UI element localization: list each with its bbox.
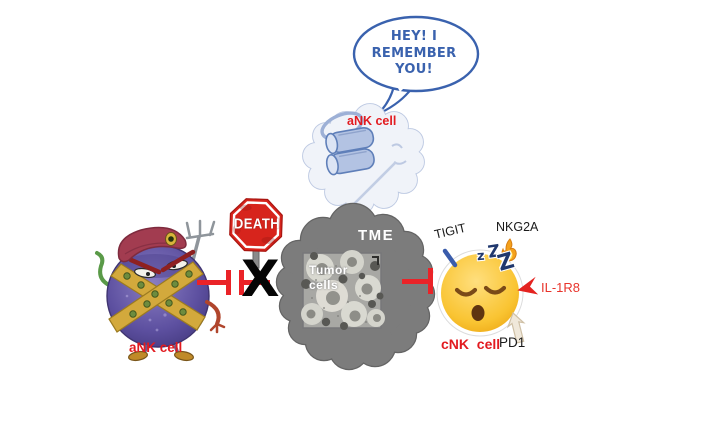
closed-eye-left bbox=[454, 287, 478, 297]
receptor-label-pd1: PD1 bbox=[499, 335, 526, 350]
green-arm bbox=[95, 251, 113, 288]
ghost-spear-icon bbox=[353, 161, 397, 205]
speech-bubble-body bbox=[352, 15, 480, 93]
receptor-label-il1r8: IL-1R8 bbox=[541, 280, 581, 295]
tigit-tick-icon bbox=[442, 248, 458, 268]
tumor-label-line-2: cells bbox=[309, 278, 339, 292]
red-arm-claw bbox=[209, 322, 226, 334]
closed-eye-right bbox=[483, 285, 507, 295]
inhibit-bar-blocked-cap bbox=[239, 270, 244, 295]
tumor-cell-bodies bbox=[301, 250, 385, 327]
tumor-speckles bbox=[311, 265, 367, 323]
binoculars-icon bbox=[325, 126, 375, 176]
red-arm bbox=[205, 300, 221, 326]
speech-line-1: HEY! I bbox=[390, 29, 438, 44]
tme-title: TME bbox=[358, 227, 395, 244]
remembering-cell-label: aNK cell bbox=[347, 114, 397, 128]
inhibit-bar-right-cap bbox=[428, 268, 433, 294]
tumor-cells-image bbox=[301, 250, 385, 330]
tumor-cells-label: Tumor cells bbox=[309, 263, 348, 293]
death-sign bbox=[229, 198, 283, 269]
inhibit-bar-right-line bbox=[402, 279, 429, 284]
speech-bubble-joint bbox=[396, 84, 408, 92]
zzz-small: z bbox=[476, 248, 486, 265]
emoji-face bbox=[441, 254, 519, 332]
stop-octagon-icon bbox=[229, 198, 283, 252]
micrograph-corner-mark bbox=[372, 256, 379, 265]
inhibit-bar-left-line bbox=[197, 280, 227, 285]
sleepy-cell-label: cNK cell bbox=[441, 336, 501, 352]
speech-line-3: YOU! bbox=[395, 62, 433, 77]
receptor-label-nkg2a: NKG2A bbox=[496, 220, 539, 234]
tumor-dark-cells bbox=[301, 252, 384, 330]
remembering-cell-illustration bbox=[302, 103, 425, 215]
nkg2a-flame-icon bbox=[501, 238, 517, 262]
death-sign-label: DEATH bbox=[233, 214, 281, 233]
legs-and-shoes bbox=[128, 344, 194, 362]
beret-icon bbox=[117, 226, 187, 263]
angry-eyes bbox=[128, 249, 196, 279]
inhibit-bar-left-cap bbox=[226, 270, 231, 295]
armed-cell-label: aNK cell bbox=[129, 340, 183, 355]
speech-bubble bbox=[352, 15, 480, 116]
tumor-label-line-1: Tumor bbox=[309, 263, 348, 277]
armed-ank-cell-illustration bbox=[95, 219, 226, 362]
bandolier-belts bbox=[108, 261, 206, 333]
speech-line-2: REMEMBER bbox=[371, 45, 457, 61]
inhibit-bar-blocked-line bbox=[243, 280, 270, 285]
receptor-label-tigit: TIGIT bbox=[433, 220, 468, 242]
pd1-arrow-icon bbox=[506, 311, 526, 344]
open-mouth bbox=[471, 305, 485, 321]
speech-bubble-text: HEY! I REMEMBER YOU! bbox=[366, 29, 462, 79]
il1r8-arrow-icon bbox=[517, 276, 539, 295]
sleepy-cnk-cell-illustration bbox=[436, 238, 539, 344]
blocked-x-mark: X bbox=[241, 250, 280, 308]
